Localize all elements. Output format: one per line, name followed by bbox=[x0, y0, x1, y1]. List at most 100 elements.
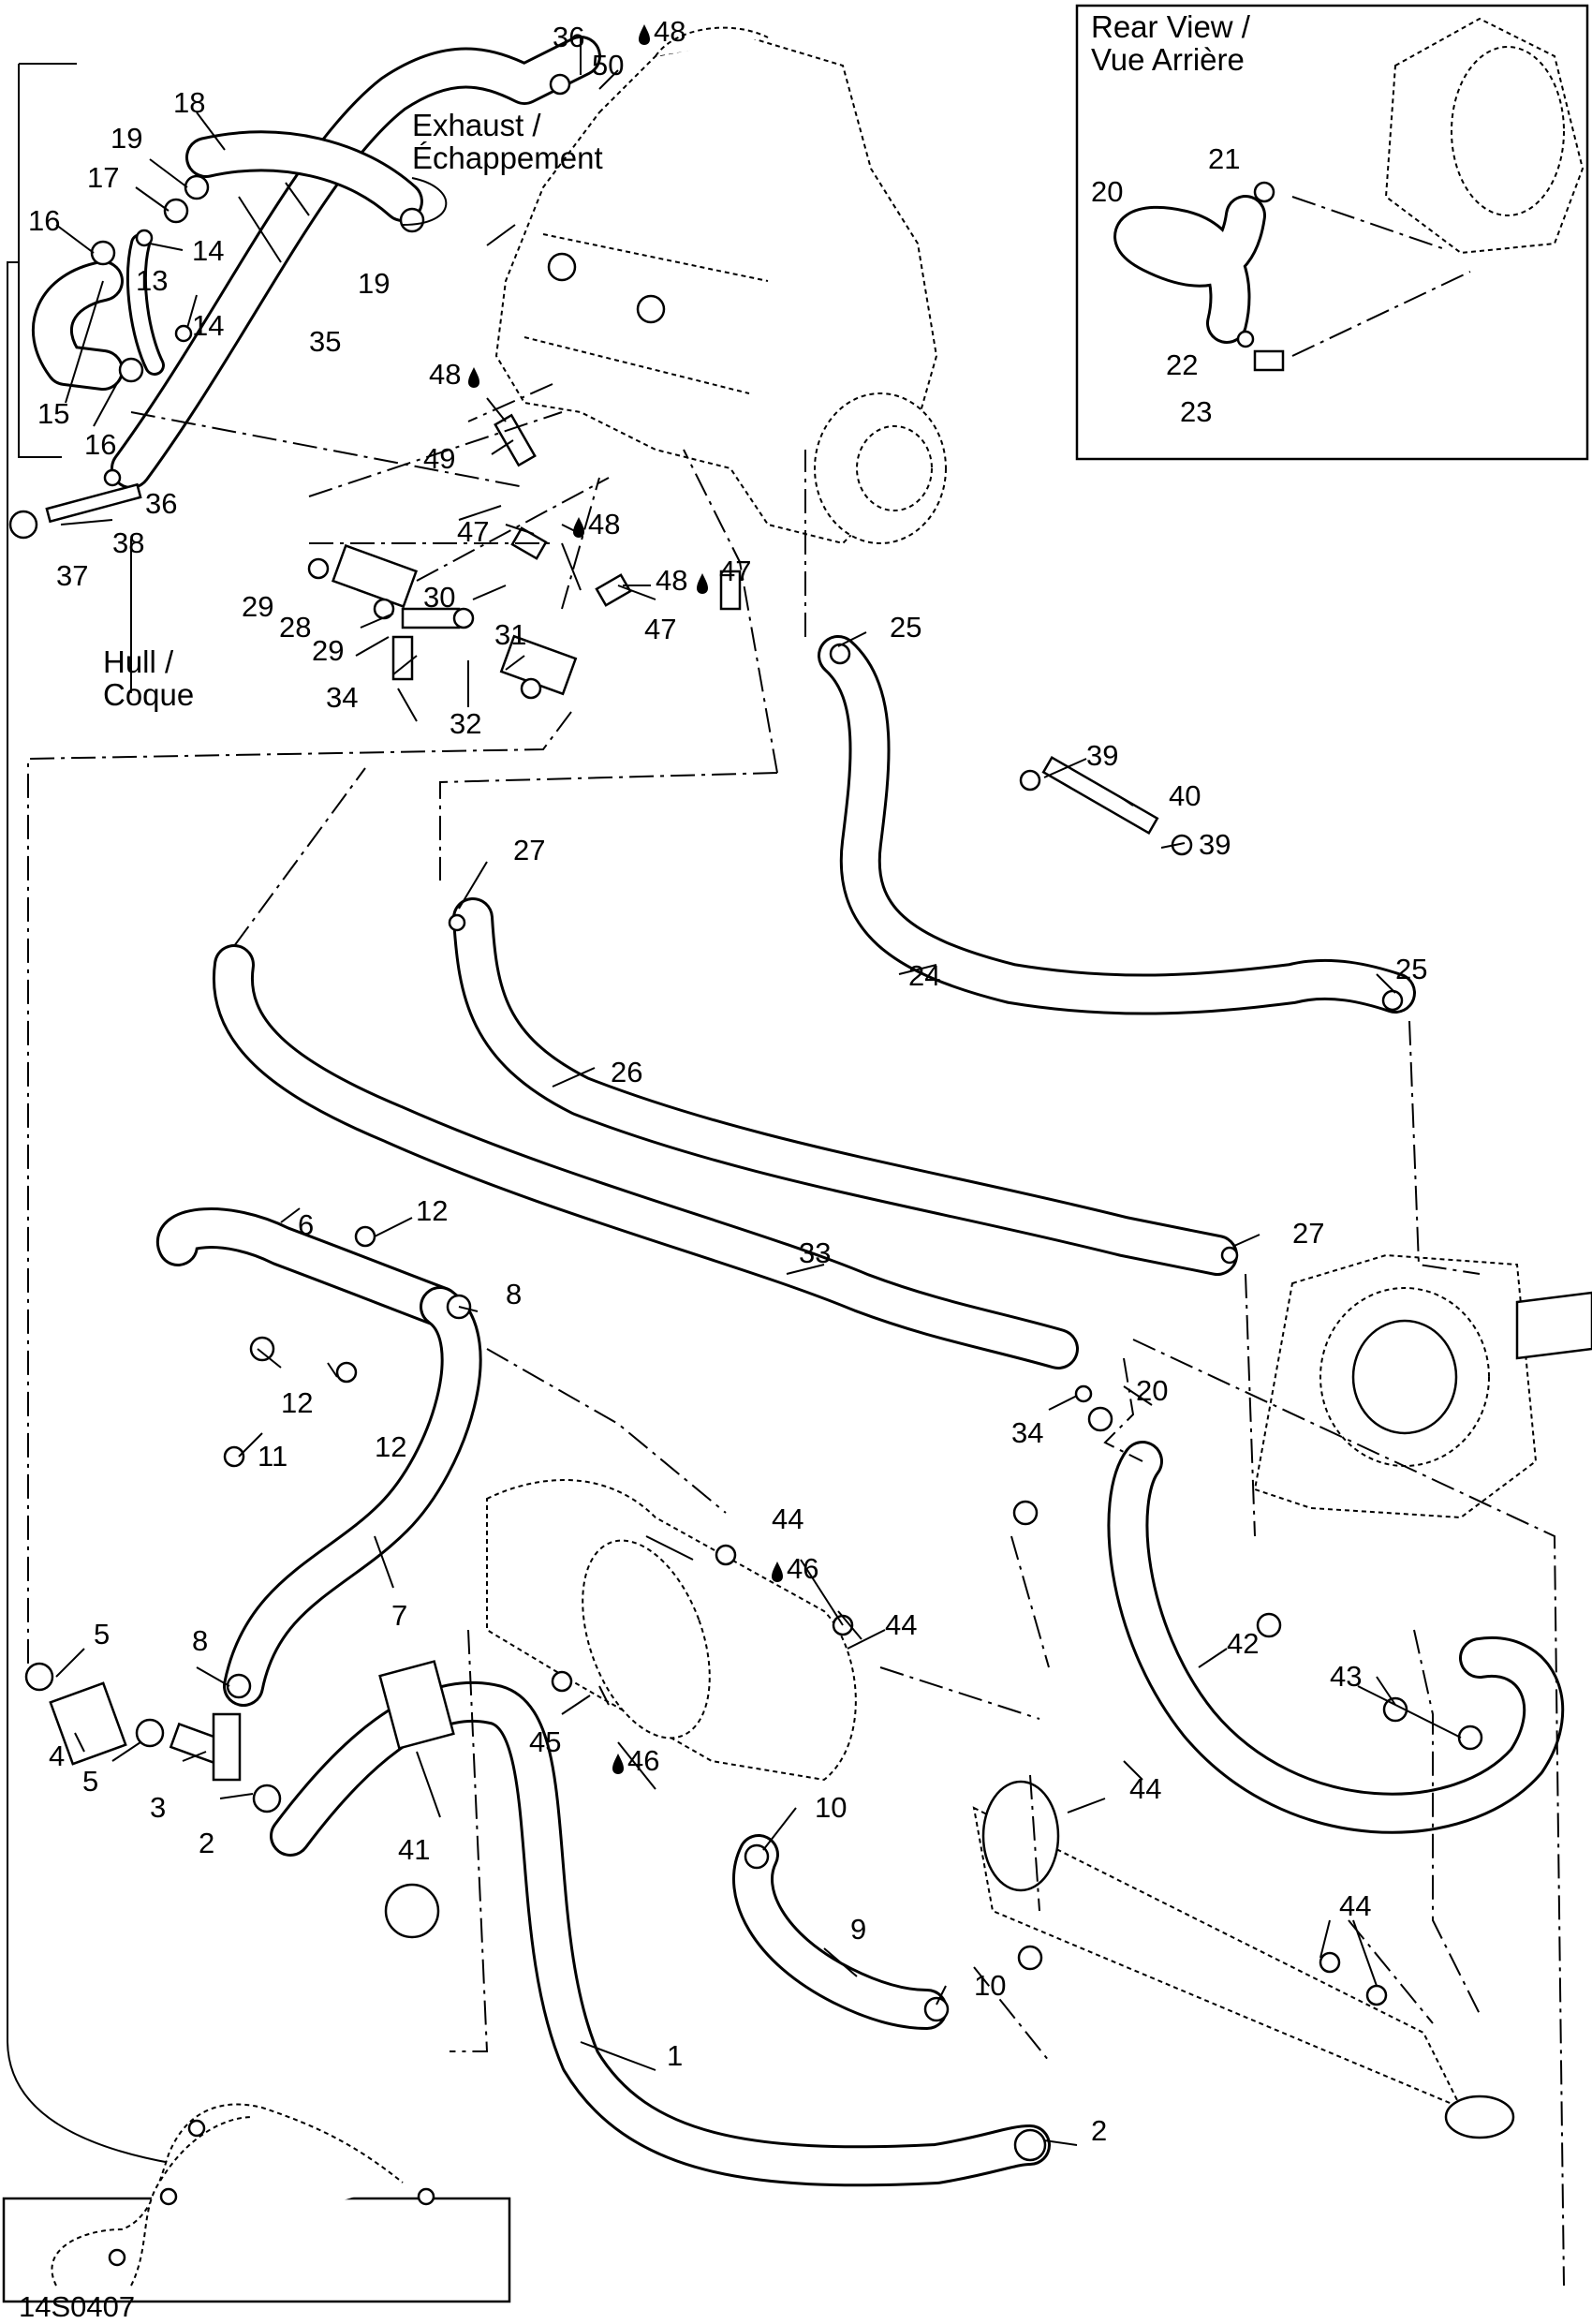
callout-16: 16 bbox=[28, 204, 60, 237]
callout-24: 24 bbox=[908, 959, 940, 992]
drop-icon bbox=[639, 24, 650, 45]
adhesive-48b: 48 bbox=[429, 358, 461, 391]
drop-icon bbox=[612, 1754, 624, 1774]
hull-label-line2: Coque bbox=[103, 677, 194, 712]
drop-icon bbox=[573, 517, 584, 538]
callout-10b: 10 bbox=[974, 1969, 1006, 2002]
drop-icon bbox=[697, 573, 708, 594]
callout-14: 14 bbox=[192, 234, 224, 267]
callout-34: 34 bbox=[326, 681, 358, 714]
callout-25b: 25 bbox=[1395, 953, 1427, 985]
section-frame-lines bbox=[2, 4, 1589, 2303]
inset-hose-routing bbox=[51, 2103, 435, 2287]
exhaust-label-line1: Exhaust / bbox=[412, 108, 541, 142]
callout-32: 32 bbox=[450, 707, 481, 740]
callout-12: 12 bbox=[416, 1194, 448, 1227]
callout-16b: 16 bbox=[84, 428, 116, 461]
callout-44: 44 bbox=[772, 1502, 803, 1535]
callout-42: 42 bbox=[1227, 1627, 1259, 1660]
callout-30: 30 bbox=[423, 581, 455, 614]
callout-9: 9 bbox=[850, 1913, 866, 1946]
callout-25: 25 bbox=[890, 611, 921, 644]
exhaust-label-line2: Échappement bbox=[412, 141, 603, 175]
callout-11: 11 bbox=[258, 1440, 287, 1473]
callout-17: 17 bbox=[87, 161, 119, 194]
rear-view-engine-sketch bbox=[1113, 17, 1585, 372]
adhesive-48: 48 bbox=[654, 15, 685, 48]
callout-44b: 44 bbox=[885, 1608, 917, 1641]
callout-19: 19 bbox=[111, 122, 142, 155]
callout-6: 6 bbox=[298, 1208, 314, 1241]
callout-12c: 12 bbox=[375, 1430, 406, 1463]
jet-pump-housing bbox=[1253, 1253, 1592, 1519]
callout-4: 4 bbox=[49, 1739, 65, 1772]
callout-45: 45 bbox=[529, 1725, 561, 1758]
callout-2: 2 bbox=[199, 1827, 214, 1859]
callout-2b: 2 bbox=[1091, 2114, 1107, 2147]
adhesive-drop-icons bbox=[468, 24, 783, 1774]
callout-29: 29 bbox=[242, 590, 273, 623]
callout-23: 23 bbox=[1180, 395, 1212, 428]
drawing-code: 14S0407 bbox=[19, 2290, 135, 2323]
callout-38: 38 bbox=[112, 526, 144, 559]
callout-47b: 47 bbox=[719, 555, 751, 587]
callout-28: 28 bbox=[279, 611, 311, 644]
callout-36b: 36 bbox=[145, 487, 177, 520]
callout-47: 47 bbox=[457, 515, 489, 548]
note-labels: Rear View / Vue Arrière Exhaust / Échapp… bbox=[19, 9, 1251, 2323]
assembly-lines bbox=[27, 383, 1565, 2287]
callout-3: 3 bbox=[150, 1791, 166, 1824]
callout-29b: 29 bbox=[312, 634, 344, 667]
callout-14b: 14 bbox=[192, 309, 224, 342]
adhesive-48d: 48 bbox=[656, 564, 687, 597]
drop-icon bbox=[772, 1562, 783, 1582]
callout-5b: 5 bbox=[82, 1765, 98, 1798]
callout-27: 27 bbox=[513, 834, 545, 866]
callout-7: 7 bbox=[391, 1599, 407, 1632]
callout-44c: 44 bbox=[1129, 1772, 1161, 1805]
adhesive-48c: 48 bbox=[588, 508, 620, 540]
exhaust-arrow bbox=[402, 177, 448, 226]
callout-26: 26 bbox=[611, 1056, 642, 1088]
rear-view-label-line1: Rear View / bbox=[1091, 9, 1251, 44]
callout-49: 49 bbox=[423, 442, 455, 475]
callout-39b: 39 bbox=[1199, 828, 1231, 861]
muffler-body bbox=[486, 1479, 1515, 2139]
callout-19b: 19 bbox=[358, 267, 390, 300]
drop-icon bbox=[468, 367, 479, 388]
callout-22: 22 bbox=[1166, 348, 1198, 381]
callout-20b: 20 bbox=[1091, 175, 1123, 208]
callout-44d: 44 bbox=[1339, 1889, 1371, 1922]
callout-35: 35 bbox=[309, 325, 341, 358]
callout-5: 5 bbox=[94, 1618, 110, 1650]
callout-20: 20 bbox=[1136, 1374, 1168, 1407]
callout-numbers: 18 19 17 16 14 13 14 15 16 19 35 36 50 4… bbox=[28, 15, 1427, 2147]
leader-lines bbox=[55, 37, 1462, 2146]
callout-31: 31 bbox=[494, 618, 526, 651]
callout-13: 13 bbox=[136, 264, 168, 297]
callout-33: 33 bbox=[799, 1236, 831, 1269]
callout-40: 40 bbox=[1169, 779, 1201, 812]
callout-15: 15 bbox=[37, 397, 69, 430]
callout-34b: 34 bbox=[1011, 1416, 1043, 1449]
callout-47c: 47 bbox=[644, 613, 676, 645]
callout-21: 21 bbox=[1208, 142, 1240, 175]
callout-8: 8 bbox=[506, 1278, 522, 1310]
fittings bbox=[8, 73, 1483, 2162]
adhesive-46: 46 bbox=[787, 1552, 818, 1585]
callout-36: 36 bbox=[553, 21, 584, 53]
callout-39: 39 bbox=[1086, 739, 1118, 772]
callout-50: 50 bbox=[592, 49, 624, 81]
rear-view-box bbox=[1075, 4, 1589, 461]
callout-27b: 27 bbox=[1292, 1217, 1324, 1250]
engine-block bbox=[494, 26, 947, 545]
adhesive-46b: 46 bbox=[627, 1744, 659, 1777]
callout-10: 10 bbox=[815, 1791, 847, 1824]
callout-12b: 12 bbox=[281, 1386, 313, 1419]
callout-18: 18 bbox=[173, 86, 205, 119]
callout-43: 43 bbox=[1330, 1660, 1362, 1693]
callout-8b: 8 bbox=[192, 1624, 208, 1657]
hull-label-line1: Hull / bbox=[103, 644, 174, 679]
callout-37: 37 bbox=[56, 559, 88, 592]
